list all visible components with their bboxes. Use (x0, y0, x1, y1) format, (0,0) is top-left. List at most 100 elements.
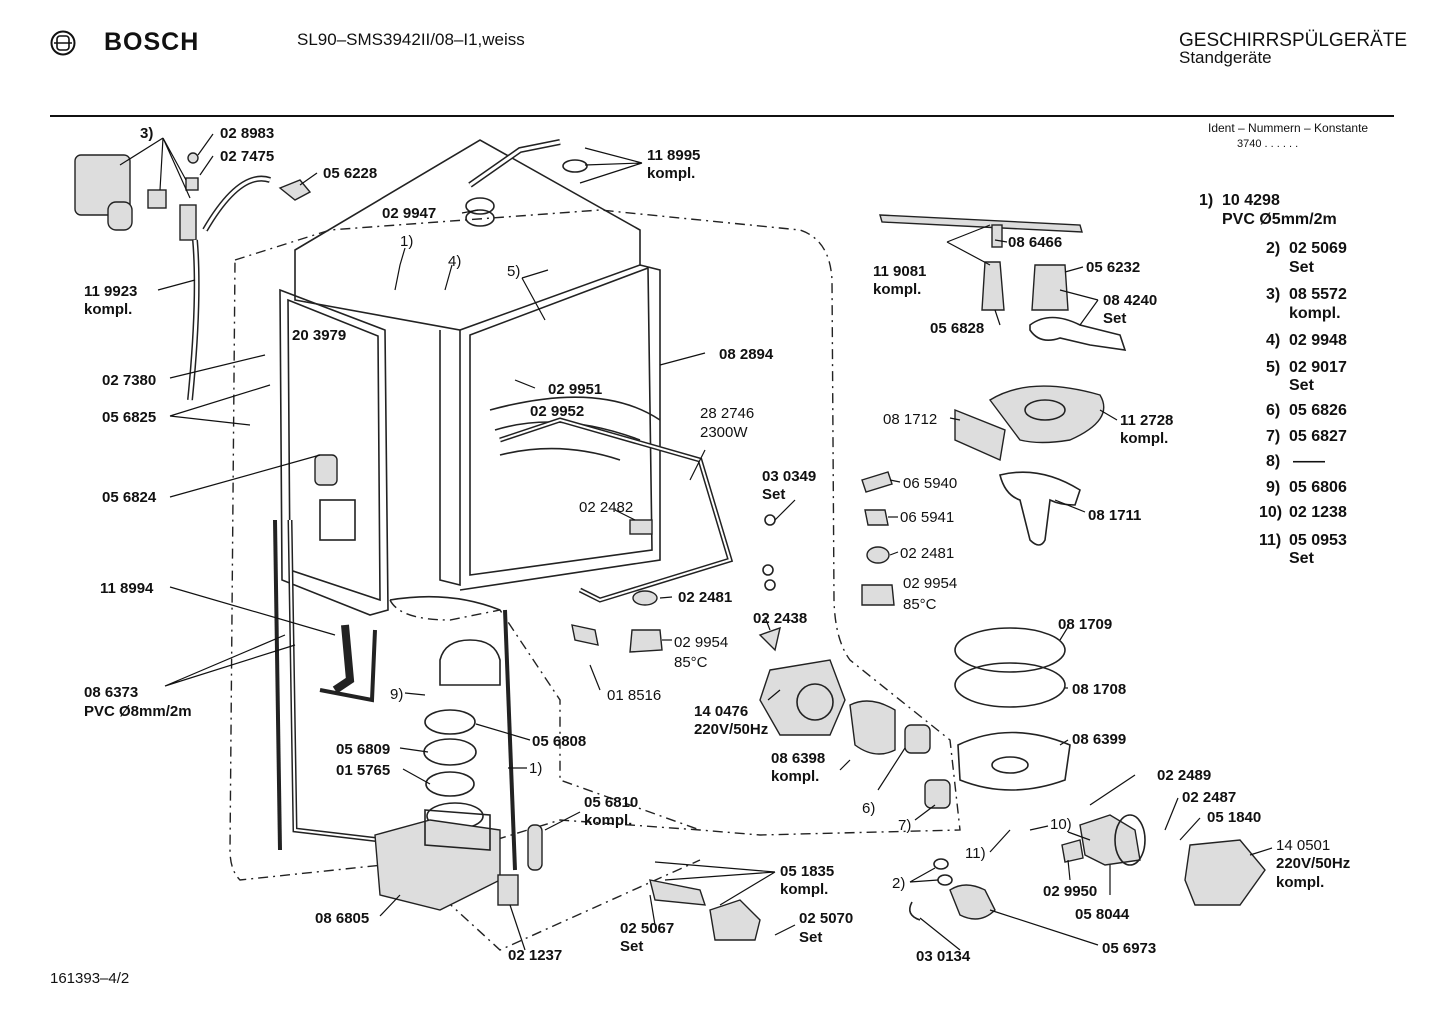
legend-num-4: 4) (1266, 332, 1280, 349)
parts-legend: 1) 10 4298 PVC Ø5mm/2m 2) 02 5069 Set 3)… (1199, 192, 1347, 567)
label-n4: 4) (448, 253, 461, 270)
label-029951: 02 9951 (548, 381, 602, 398)
header-divider (50, 115, 1394, 117)
seal-022481 (632, 590, 658, 606)
label-022482: 02 2482 (579, 499, 633, 516)
gasket-029947 (465, 197, 495, 215)
legend-desc-2: Set (1289, 259, 1315, 276)
label-pvc8: PVC Ø8mm/2m (84, 703, 192, 720)
part-021237 (497, 874, 519, 906)
legend-num-1: 1) (1199, 192, 1213, 209)
label-029954-85c: 85°C (674, 654, 708, 671)
label-021237: 02 1237 (508, 947, 562, 964)
base-outline (379, 839, 701, 951)
legend-code-4: 02 9948 (1289, 332, 1347, 349)
subcategory-title: Standgeräte (1179, 48, 1272, 67)
legend-desc-3: kompl. (1289, 305, 1341, 322)
ident-value: 3740 . . . . . . (1237, 138, 1299, 150)
part-029950 (1061, 839, 1084, 863)
legend-desc-1: PVC Ø5mm/2m (1222, 211, 1337, 228)
pipe-118994 (332, 624, 355, 694)
label-140476: 14 0476 (694, 703, 748, 720)
label-025070: 02 5070 (799, 910, 853, 927)
label-140501: 14 0501 (1276, 837, 1330, 854)
tub-floor-outline (389, 599, 701, 831)
label-081711: 08 1711 (1088, 507, 1141, 524)
label-051835-kompl: kompl. (780, 881, 828, 898)
label-029952: 02 9952 (530, 403, 584, 420)
legend-code-11: 05 0953 (1289, 532, 1347, 549)
clip-065940 (861, 471, 893, 493)
label-n2: 2) (892, 875, 905, 892)
label-081708: 08 1708 (1072, 681, 1126, 698)
label-022487: 02 2487 (1182, 789, 1236, 806)
legend-num-11: 11) (1259, 532, 1281, 549)
label-056824: 05 6824 (102, 489, 157, 506)
label-119923-kompl: kompl. (84, 301, 132, 318)
label-022489: 02 2489 (1157, 767, 1211, 784)
legend-code-5: 02 9017 (1289, 359, 1347, 376)
part-056810 (527, 824, 543, 871)
legend-num-7: 7) (1266, 428, 1280, 445)
label-084240: 08 4240 (1103, 292, 1157, 309)
sump-housing (374, 639, 501, 911)
label-140501-kompl: kompl. (1276, 874, 1324, 891)
label-030134: 03 0134 (916, 948, 971, 965)
sensor-029954 (629, 629, 663, 653)
legend-code-7: 05 6827 (1289, 428, 1347, 445)
dishwasher-tub (294, 139, 661, 611)
part-labels: 3) 02 8983 02 7475 05 6228 11 8995 kompl… (84, 125, 1350, 965)
drain-pump (1079, 814, 1266, 906)
legend-code-10: 02 1238 (1289, 504, 1347, 521)
label-081712: 08 1712 (883, 411, 937, 428)
pump-pot (957, 731, 1071, 791)
clip-065941 (864, 509, 889, 526)
label-056232: 05 6232 (1086, 259, 1140, 276)
legend-desc-5: Set (1289, 377, 1315, 394)
label-056808: 05 6808 (532, 733, 586, 750)
label-030349-set: Set (762, 486, 785, 503)
label-022481-b: 02 2481 (900, 545, 954, 562)
label-086398-kompl: kompl. (771, 768, 819, 785)
label-2300w: 2300W (700, 424, 748, 441)
legend-num-8: 8) (1266, 453, 1280, 470)
label-119081-kompl: kompl. (873, 281, 921, 298)
label-203979: 20 3979 (292, 327, 346, 344)
door-panel (279, 288, 389, 616)
doc-id: 161393–4/2 (50, 970, 130, 987)
model-title: SL90–SMS3942II/08–I1,weiss (297, 30, 525, 49)
label-118995: 11 8995 (647, 147, 700, 164)
upper-feed-pipe (468, 139, 561, 188)
cabinet-outline (229, 209, 961, 881)
label-018516: 01 8516 (607, 687, 661, 704)
legend-desc-11: Set (1289, 550, 1315, 567)
legend-num-9: 9) (1266, 479, 1280, 496)
legend-num-6: 6) (1266, 402, 1280, 419)
legend-num-10: 10) (1259, 504, 1282, 521)
legend-num-5: 5) (1266, 359, 1280, 376)
label-030349: 03 0349 (762, 468, 816, 485)
label-086805: 08 6805 (315, 910, 369, 927)
label-119081: 11 9081 (873, 263, 926, 280)
clip-022482 (629, 519, 653, 535)
bosch-logo-icon (50, 30, 76, 56)
filter-assembly (954, 385, 1105, 546)
legend-code-2: 02 5069 (1289, 240, 1347, 257)
brand-name: BOSCH (104, 28, 200, 56)
legend-code-3: 08 5572 (1289, 286, 1347, 303)
label-n1-top: 1) (400, 233, 413, 250)
label-051840: 05 1840 (1207, 809, 1261, 826)
bracket-051835 (709, 899, 761, 941)
label-n5: 5) (507, 263, 520, 280)
label-051835: 05 1835 (780, 863, 834, 880)
label-112728-kompl: kompl. (1120, 430, 1168, 447)
ident-label: Ident – Nummern – Konstante (1208, 121, 1369, 135)
label-056810-kompl: kompl. (584, 812, 632, 829)
hose-056827 (924, 779, 951, 809)
label-n3: 3) (140, 125, 153, 142)
leader-lines (119, 133, 1273, 951)
label-140501-volt: 220V/50Hz (1276, 855, 1350, 872)
label-086373: 08 6373 (84, 684, 138, 701)
label-n7: 7) (898, 817, 911, 834)
